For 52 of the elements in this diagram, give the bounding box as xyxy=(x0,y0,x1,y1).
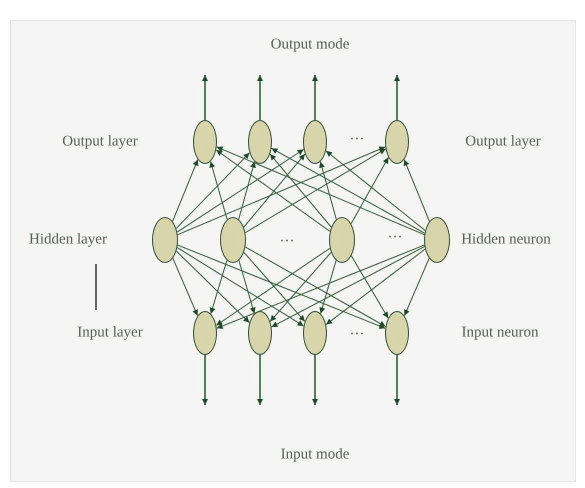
arrow xyxy=(350,255,389,319)
ellipsis: ··· xyxy=(388,230,402,246)
arrow xyxy=(404,258,430,316)
ellipsis: ··· xyxy=(280,234,294,250)
arrow xyxy=(202,75,208,120)
arrow xyxy=(209,161,228,220)
layer-label: Output layer xyxy=(62,134,138,150)
arrow xyxy=(216,244,425,329)
arrow xyxy=(257,355,263,405)
arrow xyxy=(270,252,332,322)
arrow xyxy=(176,148,304,233)
arrow xyxy=(271,148,426,234)
arrow xyxy=(350,156,389,224)
arrow xyxy=(176,247,304,326)
arrow xyxy=(238,260,256,314)
arrow xyxy=(326,248,426,326)
arrow xyxy=(202,355,208,405)
neuron-label: Input neuron xyxy=(461,326,539,340)
arrow xyxy=(177,146,386,236)
arrow xyxy=(312,355,318,405)
ellipsis: ··· xyxy=(350,132,364,148)
ellipsis: ··· xyxy=(350,328,364,342)
arrow xyxy=(394,75,400,120)
arrow xyxy=(404,159,430,222)
mode-label: Output mode xyxy=(270,38,350,52)
arrow xyxy=(244,148,386,234)
arrow xyxy=(243,252,306,322)
arrow xyxy=(243,154,306,228)
arrow xyxy=(172,258,198,316)
mode-label: Input mode xyxy=(280,448,350,462)
arrow xyxy=(319,161,337,220)
arrow xyxy=(394,355,400,405)
layer-label: Output layer xyxy=(465,134,541,150)
arrow xyxy=(319,260,337,314)
layer-label: Hidden layer xyxy=(29,232,107,248)
arrow xyxy=(216,146,425,236)
arrow xyxy=(176,152,250,229)
layer-label: Input layer xyxy=(77,326,143,340)
arrow xyxy=(326,150,426,231)
neuron-label: Hidden neuron xyxy=(461,232,551,248)
arrow xyxy=(216,248,330,326)
arrow xyxy=(176,250,250,324)
arrow xyxy=(210,260,228,314)
arrow xyxy=(312,75,318,120)
arrow xyxy=(238,161,256,220)
arrow xyxy=(177,244,386,329)
arrow xyxy=(257,75,263,120)
arrow xyxy=(270,154,332,228)
arrow xyxy=(216,150,330,232)
arrow xyxy=(271,246,426,328)
arrow xyxy=(172,159,198,222)
arrow xyxy=(244,246,386,327)
